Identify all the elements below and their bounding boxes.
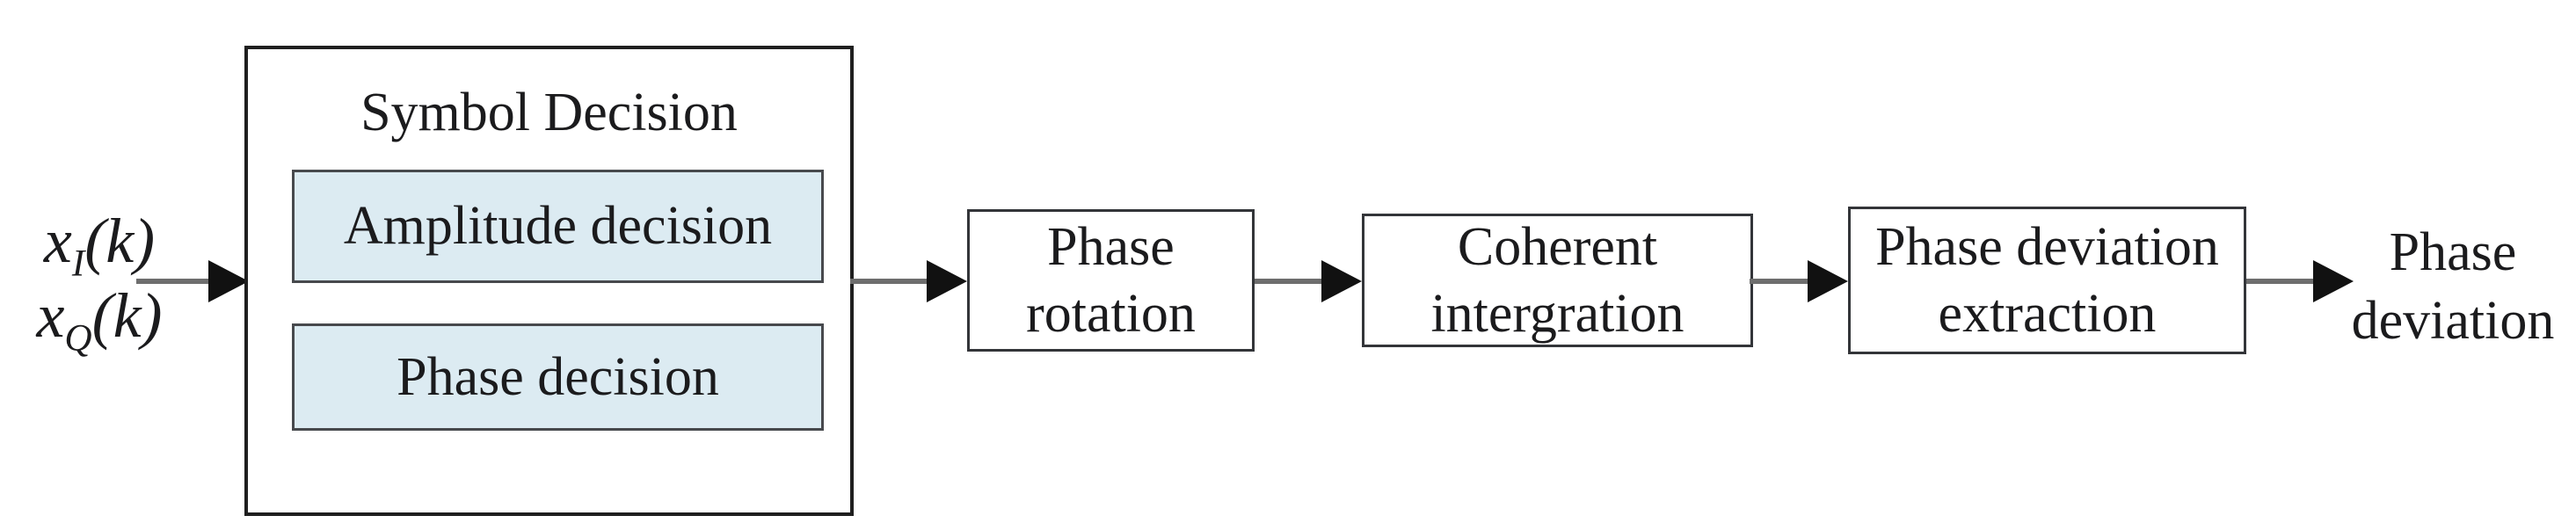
arrow-shaft — [2246, 279, 2318, 284]
coherent-integration-line2: intergration — [1430, 284, 1685, 344]
output-label-phase-deviation: Phase deviation — [2330, 218, 2576, 355]
arrow-shaft — [1255, 279, 1327, 284]
phase-rotation-line1: Phase — [1047, 217, 1175, 277]
flow-arrow-3 — [1750, 260, 1848, 302]
arrow-shaft — [1750, 279, 1813, 284]
block-phase-decision: Phase decision — [292, 323, 824, 431]
symbol-decision-title: Symbol Decision — [360, 83, 738, 142]
output-label-line1: Phase — [2389, 222, 2517, 282]
block-amplitude-decision: Amplitude decision — [292, 170, 824, 283]
arrow-shaft — [850, 279, 932, 284]
block-coherent-integration: Coherent intergration — [1362, 214, 1753, 347]
block-phase-rotation: Phase rotation — [967, 209, 1255, 352]
amplitude-decision-label: Amplitude decision — [343, 196, 773, 256]
flow-arrow-input — [136, 260, 249, 302]
phase-rotation-line2: rotation — [1026, 284, 1196, 344]
flow-arrow-1 — [850, 260, 967, 302]
output-label-line2: deviation — [2351, 291, 2555, 351]
flow-arrow-output — [2246, 260, 2354, 302]
arrow-head-icon — [1321, 260, 1362, 302]
coherent-integration-line1: Coherent — [1457, 217, 1658, 277]
phase-deviation-extraction-line2: extraction — [1938, 284, 2157, 344]
flow-arrow-2 — [1255, 260, 1362, 302]
arrow-head-icon — [1808, 260, 1848, 302]
arrow-head-icon — [208, 260, 249, 302]
input-label-xqk: xQ(k) — [36, 280, 163, 360]
input-label-xik: xI(k) — [43, 206, 156, 285]
arrow-shaft — [136, 279, 214, 284]
phase-decision-label: Phase decision — [397, 346, 719, 407]
input-signal-labels: xI(k) xQ(k) — [11, 204, 187, 360]
phase-deviation-extraction-line1: Phase deviation — [1875, 217, 2219, 277]
arrow-head-icon — [927, 260, 967, 302]
block-phase-deviation-extraction: Phase deviation extraction — [1848, 207, 2246, 354]
arrow-head-icon — [2313, 260, 2354, 302]
